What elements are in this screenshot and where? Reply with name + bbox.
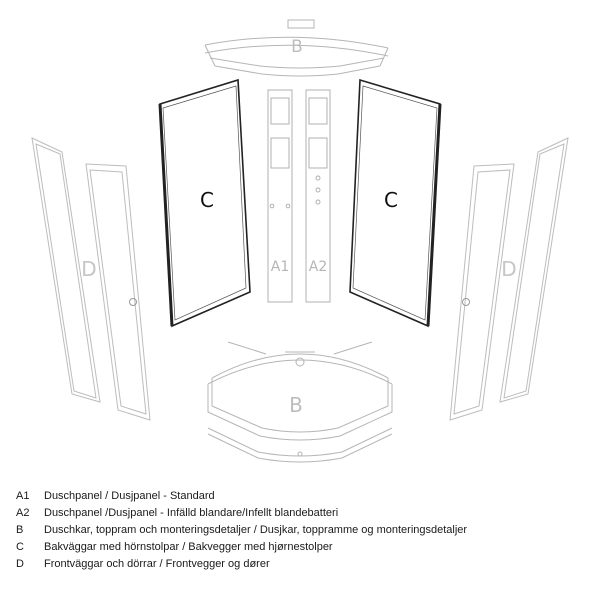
label-back-left: C bbox=[200, 188, 214, 212]
legend-code: D bbox=[16, 558, 24, 570]
label-front-right: D bbox=[501, 257, 516, 281]
top-frame-part bbox=[204, 19, 389, 77]
legend-item: B Duschkar, toppram och monteringsdetalj… bbox=[16, 522, 586, 539]
shower-panel-a1-part bbox=[267, 89, 293, 303]
legend-code: A1 bbox=[16, 490, 30, 502]
front-wall-left-part bbox=[31, 137, 151, 421]
exploded-diagram: B C C A1 A2 D bbox=[31, 19, 569, 463]
label-panel-a2: A2 bbox=[309, 259, 327, 275]
legend-text: Bakväggar med hörnstolpar / Bakvegger me… bbox=[44, 541, 333, 553]
legend-text: Duschkar, toppram och monteringsdetaljer… bbox=[44, 524, 468, 536]
label-tray-top: B bbox=[291, 37, 303, 57]
shower-tray-part bbox=[207, 341, 393, 463]
back-wall-right-part bbox=[349, 78, 442, 328]
legend-text: Frontväggar och dörrar / Frontvegger og … bbox=[44, 558, 270, 570]
label-back-right: C bbox=[384, 188, 398, 212]
label-tray-bottom: B bbox=[289, 393, 303, 417]
legend-code: B bbox=[16, 524, 24, 536]
back-wall-left-part bbox=[158, 78, 251, 328]
legend-item: A1 Duschpanel / Dusjpanel - Standard bbox=[16, 488, 586, 505]
label-panel-a1: A1 bbox=[271, 259, 289, 275]
legend-code: A2 bbox=[16, 507, 30, 519]
legend-code: C bbox=[16, 541, 24, 553]
front-wall-right-part bbox=[449, 137, 569, 421]
parts-legend: A1 Duschpanel / Dusjpanel - Standard A2 … bbox=[16, 488, 586, 573]
label-front-left: D bbox=[81, 257, 96, 281]
legend-item: D Frontväggar och dörrar / Frontvegger o… bbox=[16, 556, 586, 573]
legend-item: C Bakväggar med hörnstolpar / Bakvegger … bbox=[16, 539, 586, 556]
legend-text: Duschpanel /Dusjpanel - Infälld blandare… bbox=[44, 507, 339, 519]
legend-item: A2 Duschpanel /Dusjpanel - Infälld bland… bbox=[16, 505, 586, 522]
legend-text: Duschpanel / Dusjpanel - Standard bbox=[44, 490, 215, 502]
shower-panel-a2-part bbox=[305, 89, 331, 303]
